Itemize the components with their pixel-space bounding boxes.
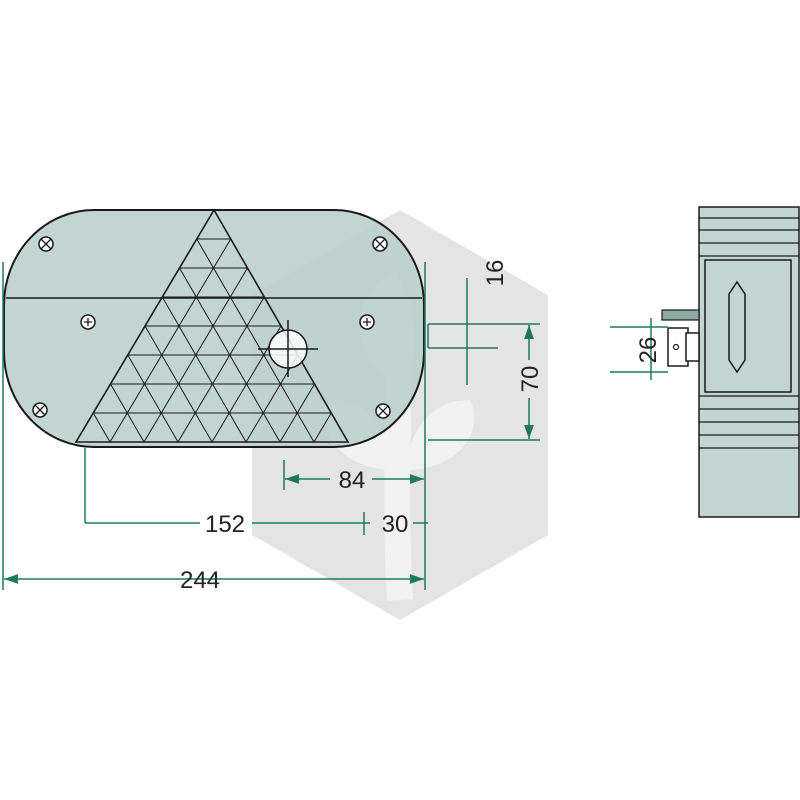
dimension-label-84: 84 — [339, 467, 366, 494]
screw-icon — [32, 402, 48, 418]
dimension-label-70: 70 — [517, 366, 544, 393]
screw-icon — [372, 236, 388, 252]
dimension-label-152: 152 — [205, 511, 245, 538]
dimension-label-30: 30 — [382, 511, 409, 538]
screw-icon — [38, 236, 54, 252]
screw-icon — [375, 403, 391, 419]
reflector-triangle — [74, 208, 350, 443]
lamp-front-view — [3, 208, 425, 448]
dimension-label-16: 16 — [482, 260, 509, 287]
bulb-window — [258, 320, 318, 377]
dimension-lines — [2, 262, 540, 590]
screw-icon — [80, 314, 96, 330]
lamp-side-view — [610, 206, 800, 518]
dimension-label-244: 244 — [180, 567, 220, 594]
screw-icon — [359, 314, 375, 330]
dimension-label-26: 26 — [635, 337, 662, 364]
